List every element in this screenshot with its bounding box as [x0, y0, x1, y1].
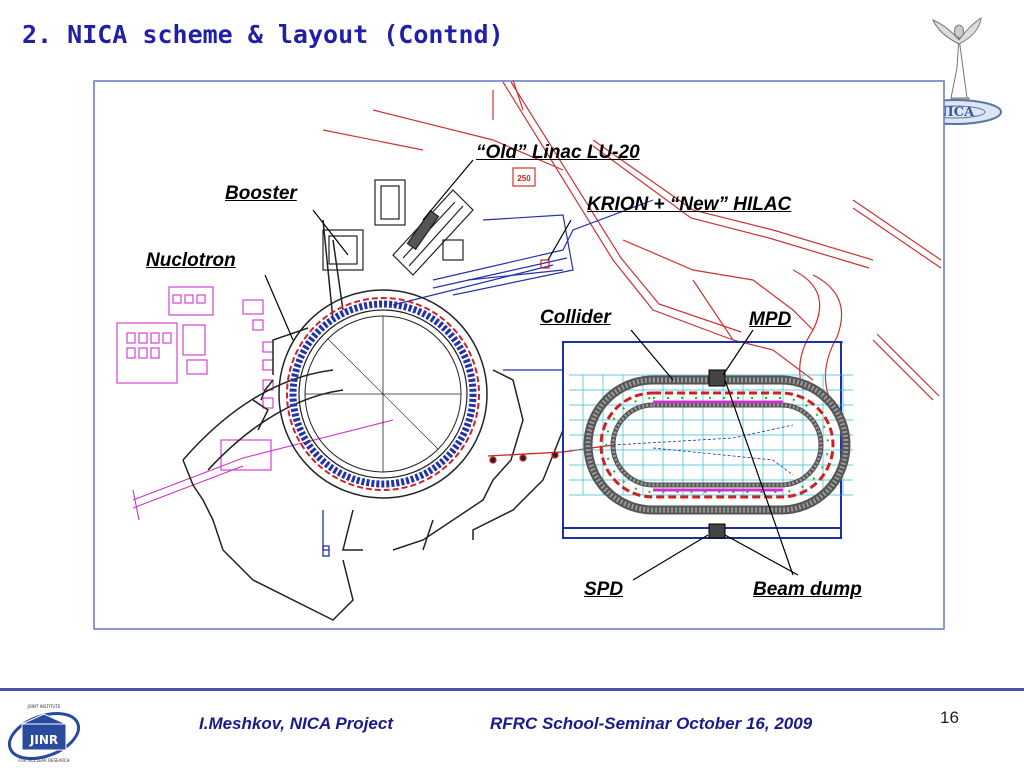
jinr-logo-top: JOINT INSTITUTE [27, 704, 61, 709]
magenta-structures [116, 286, 394, 521]
jinr-logo: JINR JOINT INSTITUTE FOR NUCLEAR RESEARC… [7, 704, 81, 763]
label-spd: SPD [584, 579, 624, 600]
building-250 [512, 167, 536, 187]
leader-lines [264, 159, 799, 581]
label-mpd: MPD [749, 309, 792, 330]
injection-lines [612, 424, 794, 476]
label-linac: “Old” Linac LU-20 [476, 142, 640, 163]
jinr-logo-bottom: FOR NUCLEAR RESEARCH [18, 758, 69, 763]
nica-logo-text: NICA [936, 105, 975, 120]
label-booster: Booster [225, 183, 297, 204]
label-beam-dump: Beam dump [753, 579, 862, 600]
page-number: 16 [940, 708, 959, 727]
nuclotron-ring [278, 289, 488, 499]
jinr-logo-text: JINR [29, 733, 58, 747]
nica-layout-diagram: 250 [93, 80, 945, 630]
spd-detector [708, 523, 726, 539]
label-collider: Collider [540, 307, 611, 328]
footer-divider [0, 688, 1024, 691]
label-krion-hilac: KRION + “New” HILAC [587, 194, 792, 215]
building-250-label: 250 [517, 174, 531, 183]
linac-building [322, 179, 474, 276]
site-outline [322, 80, 942, 401]
slide-title: 2. NICA scheme & layout (Contnd) [22, 20, 504, 49]
krion-hilac-lines [392, 199, 654, 306]
mpd-detector [708, 369, 726, 387]
footer-event: RFRC School-Seminar October 16, 2009 [490, 714, 813, 733]
footer-author: I.Meshkov, NICA Project [199, 714, 393, 733]
label-nuclotron: Nuclotron [146, 250, 236, 271]
nuclotron-hall [182, 219, 564, 621]
